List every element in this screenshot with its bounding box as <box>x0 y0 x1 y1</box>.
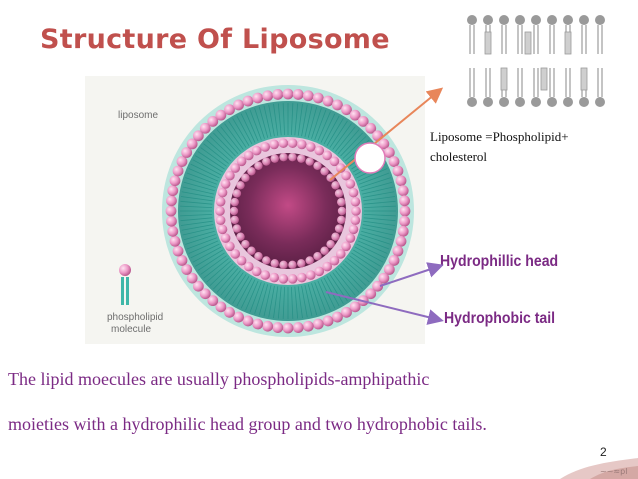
molecule-label-line1: phospholipid <box>107 312 164 323</box>
callout-line1: Liposome =Phospholipid+ <box>430 129 569 144</box>
bilayer-cholesterol-icon <box>467 15 605 107</box>
page-number: 2 <box>600 445 607 459</box>
callout-text: Liposome =Phospholipid+ cholesterol <box>430 127 630 167</box>
svg-text:~~≈pl: ~~≈pl <box>600 467 627 476</box>
molecule-label-line2: molecule <box>111 324 152 335</box>
hydrophobic-tail-label: Hydrophobic tail <box>444 310 556 327</box>
callout-line2: cholesterol <box>430 149 488 164</box>
body-text-line1: The lipid moecules are usually phospholi… <box>8 369 430 389</box>
hydrophilic-head-label: Hydrophillic head <box>440 253 559 270</box>
liposome-diagram <box>162 85 414 337</box>
body-text-line2: moieties with a hydrophilic head group a… <box>8 414 487 434</box>
liposome-label: liposome <box>118 110 159 121</box>
slide-title: Structure Of Liposome <box>40 24 390 55</box>
phospholipid-molecule-icon <box>119 264 131 305</box>
